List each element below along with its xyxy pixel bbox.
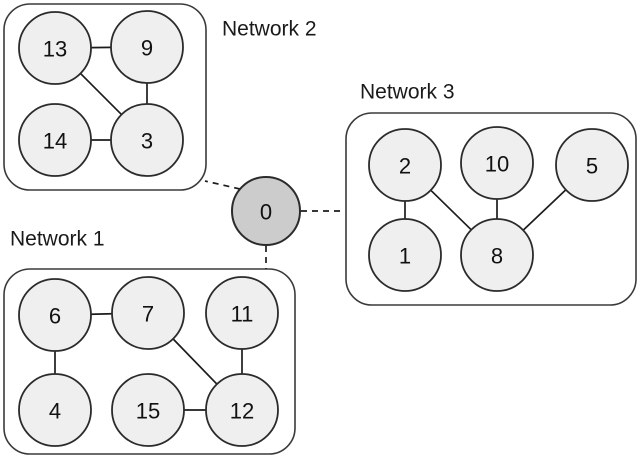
node-12[interactable]: 12 [205, 373, 279, 447]
intra-cluster-edges-layer [54, 46, 567, 411]
node-3[interactable]: 3 [110, 103, 184, 177]
node-9[interactable]: 9 [110, 10, 184, 84]
edge-2-8 [429, 189, 473, 231]
node-14[interactable]: 14 [18, 103, 92, 177]
node-1[interactable]: 1 [368, 218, 442, 292]
bridge-edges-layer [204, 180, 345, 269]
edge-5-8 [522, 188, 567, 232]
cluster-labels-layer: Network 2 Network 3 Network 1 [10, 18, 455, 251]
node-15[interactable]: 15 [111, 373, 185, 447]
edge-13-3 [79, 72, 123, 116]
cluster-label-network-1: Network 1 [10, 228, 105, 251]
cluster-label-network-3: Network 3 [360, 81, 455, 104]
node-13[interactable]: 13 [18, 11, 92, 85]
node-5[interactable]: 5 [555, 128, 629, 202]
node-2[interactable]: 2 [368, 128, 442, 202]
node-10[interactable]: 10 [460, 126, 534, 200]
edge-7-12 [172, 338, 218, 385]
node-6[interactable]: 6 [18, 278, 92, 352]
node-11[interactable]: 11 [205, 276, 279, 350]
node-0[interactable]: 0 [231, 176, 301, 246]
bridge-edge-hub-to-network-2 [204, 180, 241, 190]
cluster-label-network-2: Network 2 [222, 18, 317, 41]
node-8[interactable]: 8 [460, 218, 534, 292]
node-4[interactable]: 4 [18, 373, 92, 447]
node-7[interactable]: 7 [111, 276, 185, 350]
